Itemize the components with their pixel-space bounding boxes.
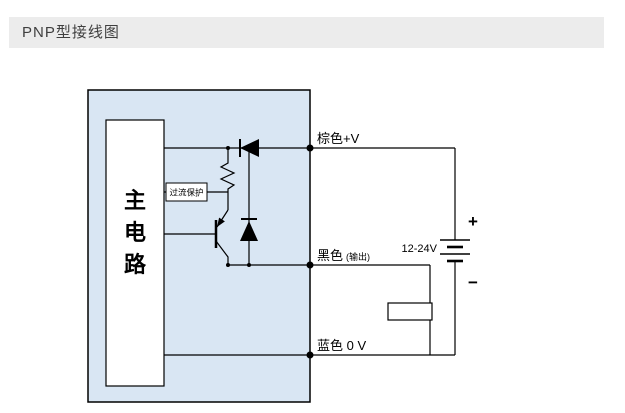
junction-dot bbox=[247, 263, 251, 267]
overcurrent-protection-label: 过流保护 bbox=[169, 188, 203, 198]
black-wire-label: 黑色 bbox=[317, 248, 343, 263]
transistor-emitter-arrow bbox=[217, 217, 225, 227]
junction-dot bbox=[226, 146, 230, 150]
main-circuit-box bbox=[105, 119, 165, 387]
main-circuit-label-char: 主 bbox=[124, 188, 146, 214]
battery-voltage-label: 12-24V bbox=[402, 243, 438, 255]
terminal-dot-blue bbox=[306, 351, 314, 359]
blue-wire-label: 蓝色 0 V bbox=[317, 338, 366, 353]
terminal-dot-brown bbox=[306, 144, 314, 152]
zener-triangle bbox=[240, 221, 258, 241]
black-wire-sub-label: (输出) bbox=[346, 251, 370, 262]
transistor-collector bbox=[215, 240, 229, 265]
main-circuit-label-char: 电 bbox=[124, 220, 146, 246]
junction-dot bbox=[247, 146, 251, 150]
brown-wire-label: 棕色+V bbox=[317, 131, 360, 146]
battery-icon bbox=[440, 239, 470, 263]
terminal-dot-black bbox=[306, 261, 314, 269]
page-title: PNP型接线图 bbox=[9, 17, 604, 48]
zener-diode-icon bbox=[240, 148, 258, 265]
battery-plus-label: + bbox=[468, 212, 478, 231]
transistor-icon bbox=[164, 209, 229, 265]
junction-dot bbox=[226, 263, 230, 267]
resistor-icon bbox=[219, 148, 236, 210]
main-circuit-label-char: 路 bbox=[124, 252, 147, 278]
battery-minus-label: − bbox=[468, 273, 478, 292]
load-resistor-icon bbox=[387, 302, 433, 321]
